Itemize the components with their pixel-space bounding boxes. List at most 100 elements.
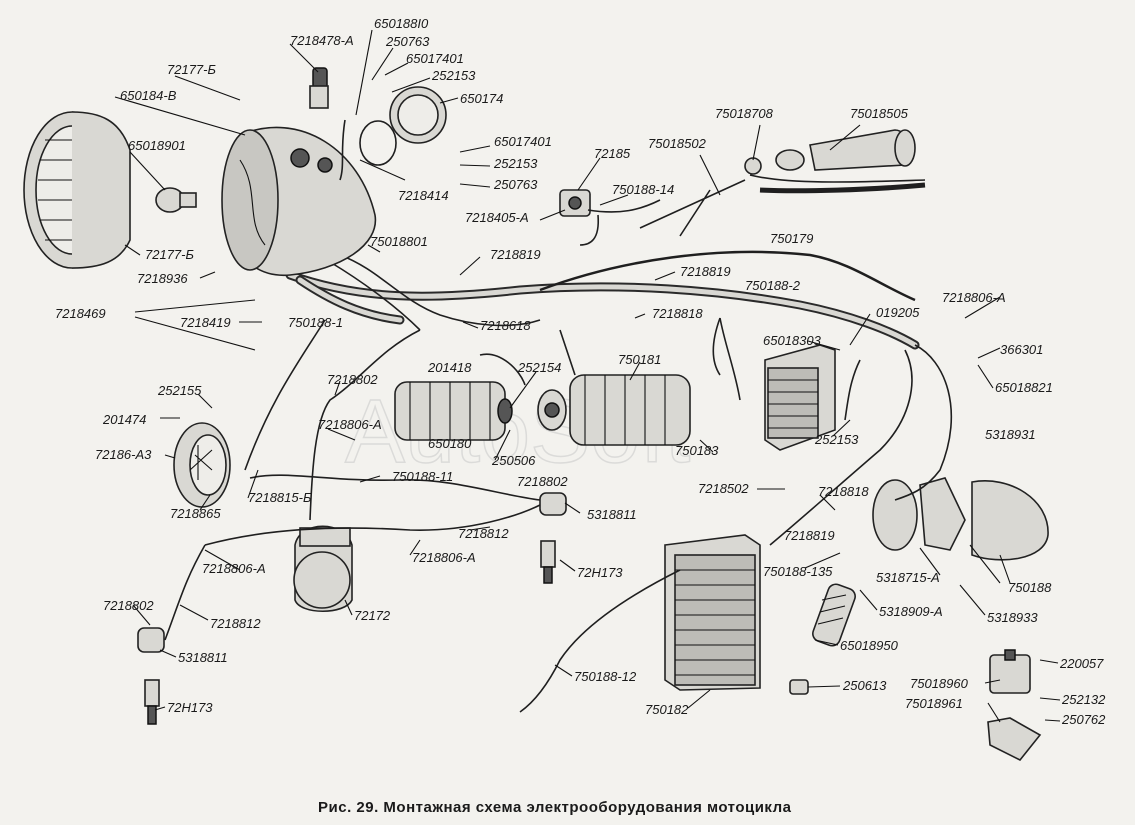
part-label: 65018950 <box>840 638 899 653</box>
part-label: 72186-А3 <box>95 447 152 462</box>
spark-plug-cap-right <box>539 492 567 584</box>
part-label: 750188-11 <box>392 469 453 484</box>
part-label: 65018303 <box>763 333 822 348</box>
part-label: 252153 <box>431 68 476 83</box>
handlebar-rods <box>639 179 746 237</box>
part-label: 650180 <box>428 436 472 451</box>
relay-box <box>987 649 1042 762</box>
part-label: 5318909-А <box>879 604 943 619</box>
part-label: 72Н173 <box>577 565 623 580</box>
part-label: 5318931 <box>985 427 1036 442</box>
part-label: 65018901 <box>128 138 186 153</box>
part-label: 201418 <box>427 360 472 375</box>
part-label: 75018961 <box>905 696 963 711</box>
part-label: 7218806-А <box>318 417 382 432</box>
stop-switch <box>812 583 856 647</box>
part-label: 019205 <box>876 305 920 320</box>
key-switch <box>309 67 329 109</box>
part-label: 650188I0 <box>374 16 429 31</box>
part-label: 7218865 <box>170 506 221 521</box>
part-label: 750188-1 <box>288 315 343 330</box>
part-label: 72172 <box>354 608 391 623</box>
figure-caption: Рис. 29. Монтажная схема электрооборудов… <box>318 799 792 816</box>
part-label: 7218818 <box>818 484 869 499</box>
taillight <box>872 477 1049 561</box>
part-label: 7218936 <box>137 271 188 286</box>
part-label: 5318933 <box>987 610 1038 625</box>
battery <box>664 534 761 691</box>
part-label: 65017401 <box>494 134 552 149</box>
part-label: 250763 <box>385 34 430 49</box>
part-label: 7218806-А <box>412 550 476 565</box>
part-label: 252153 <box>814 432 859 447</box>
part-label: 7218405-А <box>465 210 529 225</box>
part-label: 250506 <box>491 453 536 468</box>
part-label: 7218806-А <box>942 290 1006 305</box>
part-label: 72177-Б <box>145 247 194 262</box>
part-label: 201474 <box>102 412 146 427</box>
part-label: 7218802 <box>327 372 378 387</box>
part-label: 750188 <box>1008 580 1052 595</box>
part-label: 750188-2 <box>745 278 801 293</box>
part-label: 5318715-А <box>876 570 940 585</box>
part-label: 7218812 <box>458 526 509 541</box>
ignition-coil <box>394 381 513 441</box>
part-label: 75018505 <box>850 106 909 121</box>
part-label: 5318811 <box>178 650 228 665</box>
part-label: 7218618 <box>480 318 531 333</box>
part-label: 72185 <box>594 146 631 161</box>
part-label: 252155 <box>157 383 202 398</box>
part-label: 252153 <box>493 156 538 171</box>
part-label: 72177-Б <box>167 62 216 77</box>
headlight-housing <box>221 126 377 276</box>
voltage-regulator <box>764 344 836 451</box>
part-label: 7218502 <box>698 481 749 496</box>
part-label: 75018960 <box>910 676 969 691</box>
horn <box>173 422 231 508</box>
ammeter <box>359 86 447 166</box>
part-label: 7218414 <box>398 188 449 203</box>
part-label: 250613 <box>842 678 887 693</box>
part-label: 7218815-Б <box>248 490 312 505</box>
branch-wires <box>164 119 953 713</box>
part-label: 750181 <box>618 352 661 367</box>
spark-plug-cap-left <box>137 627 165 725</box>
handlebar-switch <box>744 129 926 194</box>
part-label: 252154 <box>517 360 561 375</box>
distributor <box>293 525 353 612</box>
part-label: 650184-В <box>120 88 177 103</box>
part-label: 65017401 <box>406 51 464 66</box>
part-label: 250763 <box>493 177 538 192</box>
generator <box>537 374 691 446</box>
part-label: 650174 <box>460 91 503 106</box>
part-label: 7218469 <box>55 306 106 321</box>
part-label: 72Н173 <box>167 700 213 715</box>
part-label: 5318811 <box>587 507 637 522</box>
main-harness <box>285 254 920 350</box>
part-label: 7218819 <box>490 247 541 262</box>
part-label: 750182 <box>645 702 689 717</box>
part-label: 750188-135 <box>763 564 833 579</box>
part-label: 75018801 <box>370 234 428 249</box>
headlight-bulb <box>155 187 197 213</box>
part-label: 250762 <box>1061 712 1106 727</box>
part-label: 7218812 <box>210 616 261 631</box>
part-label: 7218802 <box>517 474 568 489</box>
part-label: 7218819 <box>784 528 835 543</box>
part-label: 7218819 <box>680 264 731 279</box>
part-label: 366301 <box>1000 342 1043 357</box>
speedometer-cable <box>539 250 916 302</box>
nut-250613 <box>789 679 809 695</box>
part-label: 7218478-А <box>290 33 354 48</box>
part-label: 750179 <box>770 231 813 246</box>
leader-lines <box>114 29 1061 723</box>
part-labels: 650188I0 7218478-А 250763 65017401 25215… <box>55 16 1106 727</box>
part-label: 75018708 <box>715 106 774 121</box>
part-label: 252132 <box>1061 692 1106 707</box>
part-label: 750188-12 <box>574 669 637 684</box>
part-label: 7218806-А <box>202 561 266 576</box>
part-label: 750188-14 <box>612 182 674 197</box>
part-label: 7218818 <box>652 306 703 321</box>
